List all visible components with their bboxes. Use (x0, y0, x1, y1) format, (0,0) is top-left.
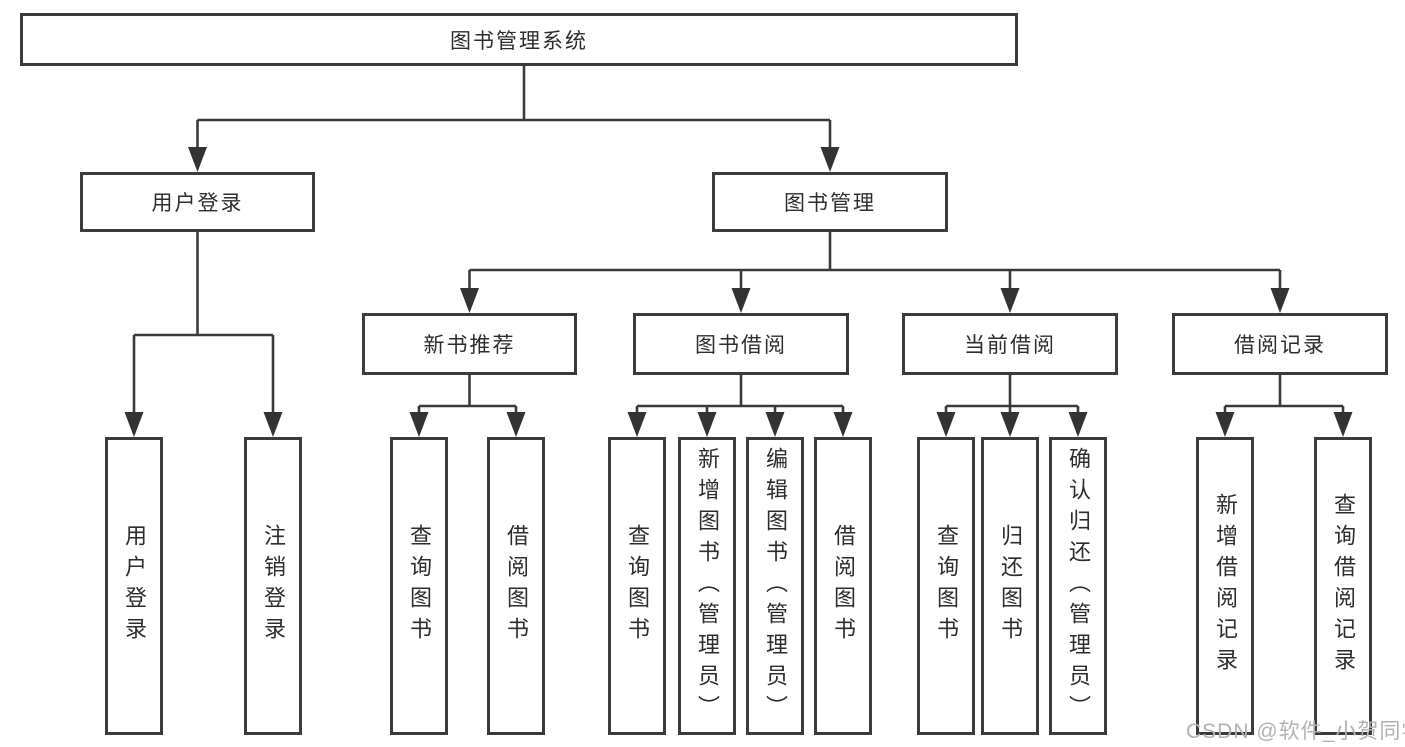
node-book-management-system: 图书管理系统 (20, 13, 1018, 66)
leaf-query-book-borrow: 查询图书 (608, 437, 666, 735)
leaf-query-borrow-record: 查询借阅记录 (1314, 437, 1372, 735)
leaf-edit-book-admin: 编辑图书（管理员） (746, 437, 804, 735)
leaf-borrow-book-recommend: 借阅图书 (487, 437, 545, 735)
leaf-return-book: 归还图书 (981, 437, 1039, 735)
leaf-query-book-recommend: 查询图书 (390, 437, 448, 735)
leaf-confirm-return-admin: 确认归还（管理员） (1049, 437, 1107, 735)
node-current-borrowing: 当前借阅 (902, 313, 1118, 375)
leaf-borrow-book: 借阅图书 (814, 437, 872, 735)
leaf-user-login: 用户登录 (105, 437, 163, 735)
arrowhead-icons (124, 147, 1353, 437)
leaf-add-borrow-record: 新增借阅记录 (1196, 437, 1254, 735)
node-book-borrowing: 图书借阅 (633, 313, 849, 375)
leaf-logout: 注销登录 (244, 437, 302, 735)
leaf-query-book-current: 查询图书 (917, 437, 975, 735)
csdn-watermark: CSDN @软件_小贺同学 (1186, 720, 1405, 743)
node-borrowing-records: 借阅记录 (1172, 313, 1388, 375)
node-new-book-recommend: 新书推荐 (362, 313, 577, 375)
node-user-login: 用户登录 (80, 172, 315, 232)
leaf-add-book-admin: 新增图书（管理员） (678, 437, 736, 735)
node-book-management: 图书管理 (712, 172, 948, 232)
